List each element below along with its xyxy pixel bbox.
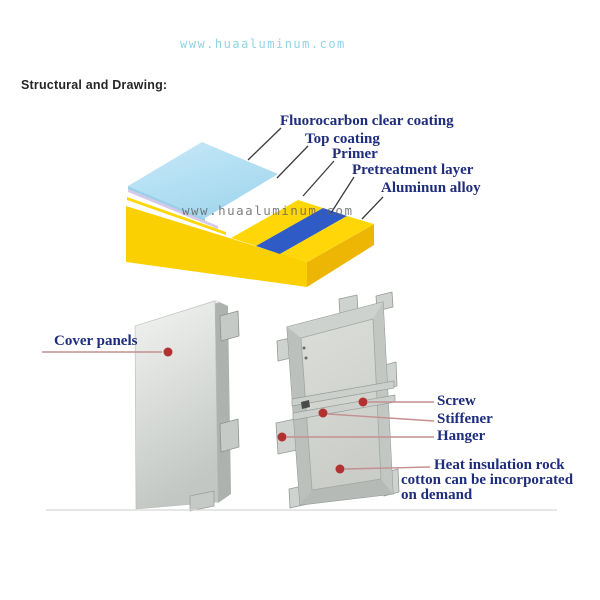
label-heat-insulation-line3: on demand — [401, 487, 473, 503]
label-fluorocarbon-clear-coating: Fluorocarbon clear coating — [280, 113, 454, 129]
label-heat-insulation-line2: cotton can be incorporated — [401, 472, 574, 488]
cover-panel-face — [134, 300, 219, 510]
label-cover-panels: Cover panels — [54, 333, 138, 349]
aluminum-slab-front-face — [126, 206, 307, 287]
thin-yellow-edge-strip — [127, 197, 226, 235]
marker-dot-stiffener — [318, 408, 328, 418]
label-pretreatment-layer: Pretreatment layer — [352, 162, 474, 178]
label-hanger: Hanger — [437, 428, 486, 444]
label-top-coating: Top coating — [305, 131, 380, 147]
stiffener-bar-upper — [291, 380, 395, 407]
coating-leader-lines — [247, 127, 384, 220]
coating-stack-diagram — [126, 127, 384, 287]
leader-top-coating — [276, 145, 309, 179]
label-aluminum-alloy: Aluminun alloy — [381, 180, 481, 196]
back-panel-drawing — [275, 291, 435, 509]
cover-panel-bottom-tab — [189, 490, 215, 512]
marker-dot-hanger — [277, 432, 287, 442]
primer-layer — [231, 200, 323, 246]
leader-fluorocarbon — [247, 127, 282, 161]
marker-dot-screw — [358, 397, 368, 407]
leader-aluminum — [361, 196, 384, 220]
back-panel-leader-lines — [287, 401, 435, 470]
label-screw: Screw — [437, 393, 476, 409]
rivet-mark — [302, 346, 306, 350]
leader-heat-insulation — [344, 466, 431, 470]
marker-dot-cover-panels — [163, 347, 173, 357]
cover-panel-bracket-bottom — [219, 418, 240, 453]
fluorocarbon-panel — [128, 142, 278, 218]
pretreatment-layer — [256, 208, 347, 254]
frame-wall-top — [287, 302, 383, 338]
aluminum-slab-side-face — [307, 224, 374, 287]
stiffener-clip — [301, 400, 310, 409]
cover-panel-drawing — [42, 300, 240, 512]
leader-stiffener — [327, 413, 435, 422]
leader-pretreatment — [330, 176, 355, 214]
marker-dot-heat-insulation — [335, 464, 345, 474]
cover-panel-side-face — [215, 300, 231, 503]
label-heat-insulation-line1: Heat insulation rock — [434, 457, 565, 473]
watermark-top: www.huaaluminum.com — [180, 37, 346, 51]
fluorocarbon-panel-edge — [128, 186, 205, 221]
lavender-edge-strip — [128, 189, 218, 229]
rivet-mark — [304, 356, 308, 360]
label-primer: Primer — [332, 146, 378, 162]
leader-primer — [302, 160, 335, 197]
label-stiffener: Stiffener — [437, 411, 493, 427]
frame-wall-bottom — [300, 479, 393, 505]
watermark-middle: www.huaaluminum.com — [182, 203, 354, 218]
page-title: Structural and Drawing: — [21, 78, 168, 92]
aluminum-top-band — [280, 216, 374, 262]
cover-panel-bracket-top — [219, 310, 240, 342]
